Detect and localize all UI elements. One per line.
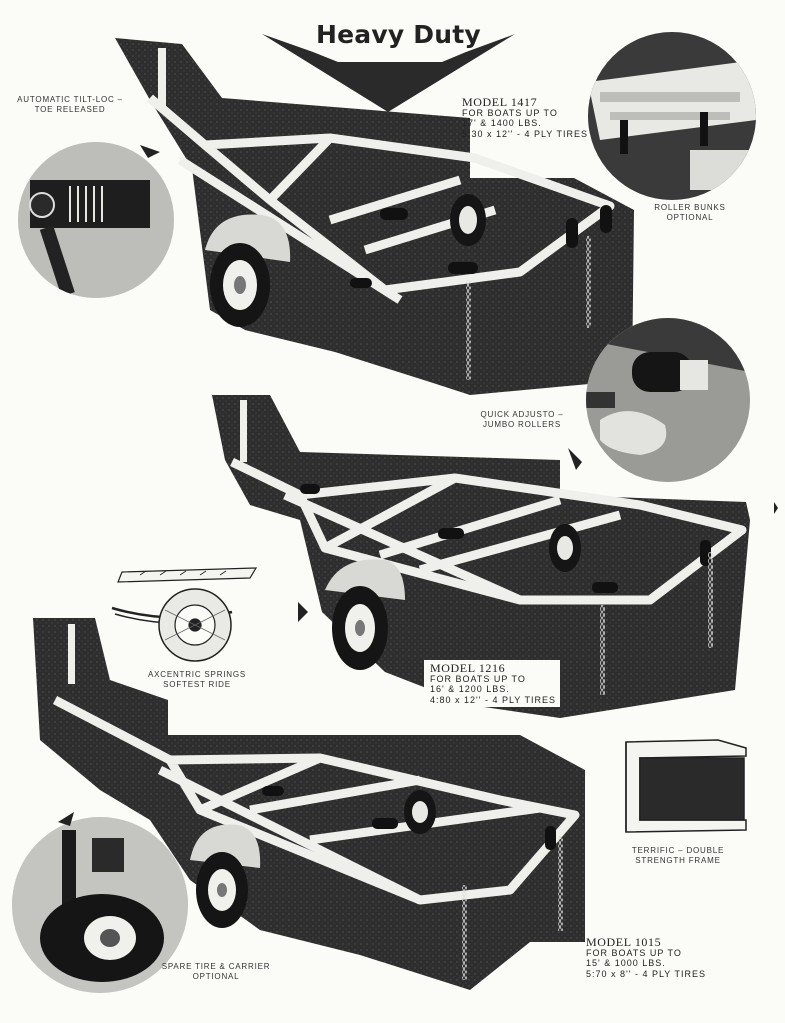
caption-line: AXCENTRIC SPRINGS (147, 670, 247, 679)
jumbo-rollers-detail-photo (586, 318, 750, 482)
model-name: MODEL 1015 (586, 935, 662, 949)
caption-line: TOE RELEASED (34, 105, 106, 114)
model-spec-line: FOR BOATS UP TO (586, 947, 682, 958)
roller-bunks-detail-photo (588, 32, 756, 200)
spare-tire-caption: SPARE TIRE & CARRIER OPTIONAL (158, 962, 274, 982)
caption-line: JUMBO ROLLERS (483, 420, 561, 429)
spare-tire-detail-photo (12, 817, 188, 993)
caption-line: OPTIONAL (192, 972, 240, 981)
springs-caption: AXCENTRIC SPRINGS SOFTEST RIDE (142, 670, 252, 690)
model-spec-line: 4:80 x 12'' - 4 PLY TIRES (430, 694, 556, 705)
model-spec-line: 5:70 x 8'' - 4 PLY TIRES (586, 968, 706, 979)
model-1216-spec: MODEL 1216 FOR BOATS UP TO 16' & 1200 LB… (424, 660, 560, 707)
model-name: MODEL 1417 (462, 95, 538, 109)
model-spec-line: 5:30 x 12'' - 4 PLY TIRES (462, 128, 588, 139)
frame-caption: TERRIFIC – DOUBLE STRENGTH FRAME (622, 846, 734, 866)
trailer-photo-1216 (212, 395, 750, 718)
model-spec-line: 17' & 1400 LBS. (462, 118, 542, 128)
caption-line: ROLLER BUNKS (654, 203, 726, 212)
model-spec-line: FOR BOATS UP TO (430, 673, 526, 684)
roller-bunks-caption: ROLLER BUNKS OPTIONAL (640, 203, 740, 223)
double-strength-frame-illustration (625, 739, 747, 833)
caption-line: TERRIFIC – DOUBLE (631, 846, 725, 855)
springs-illustration (111, 567, 258, 662)
caption-line: SOFTEST RIDE (163, 680, 231, 689)
caption-line: STRENGTH FRAME (635, 856, 721, 865)
model-spec-line: 16' & 1200 LBS. (430, 684, 510, 694)
model-1417-spec: MODEL 1417 FOR BOATS UP TO 17' & 1400 LB… (462, 95, 588, 139)
caption-line: AUTOMATIC TILT-LOC – (17, 95, 123, 104)
jumbo-rollers-caption: QUICK ADJUSTO – JUMBO ROLLERS (468, 410, 576, 430)
model-spec-line: 15' & 1000 LBS. (586, 958, 666, 968)
caption-line: QUICK ADJUSTO – (480, 410, 564, 419)
page-title: Heavy Duty (316, 20, 481, 49)
tiltloc-caption: AUTOMATIC TILT-LOC – TOE RELEASED (10, 95, 130, 115)
caption-line: OPTIONAL (666, 213, 714, 222)
model-name: MODEL 1216 (430, 661, 506, 675)
caption-line: SPARE TIRE & CARRIER (161, 962, 271, 971)
trailer-photo-1417 (115, 38, 634, 395)
model-1015-spec: MODEL 1015 FOR BOATS UP TO 15' & 1000 LB… (586, 935, 706, 979)
trailer-photo-1015 (33, 618, 585, 990)
model-spec-line: FOR BOATS UP TO (462, 107, 558, 118)
tiltloc-detail-photo (18, 142, 174, 298)
